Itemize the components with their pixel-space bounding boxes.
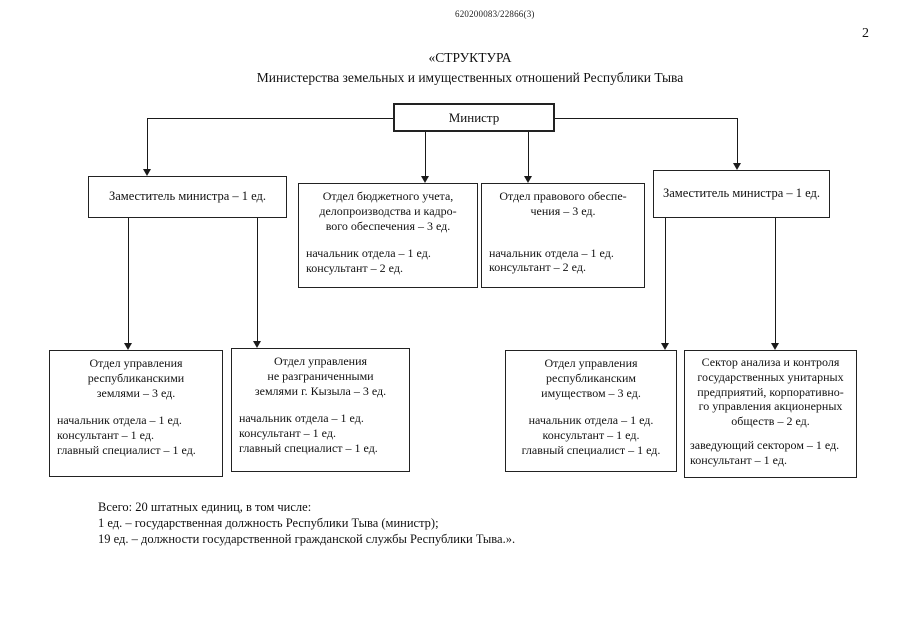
staff-line: главный специалист – 1 ед. bbox=[57, 442, 196, 457]
heading-line: землями г. Кызыла – 3 ед. bbox=[254, 383, 387, 398]
org-box-budget-dept: Отдел бюджетного учета, делопроизводства… bbox=[298, 183, 478, 288]
page-title: «СТРУКТУРА Министерства земельных и имущ… bbox=[120, 48, 820, 88]
connector-arrow-icon bbox=[661, 343, 669, 350]
org-box-heading: Отдел управления республиканскими землям… bbox=[50, 351, 222, 400]
heading-line: делопроизводства и кадро- bbox=[319, 203, 457, 218]
org-box-heading: Отдел бюджетного учета, делопроизводства… bbox=[299, 184, 477, 233]
org-box-analysis-sector: Сектор анализа и контроля государственны… bbox=[684, 350, 857, 478]
org-box-rep-lands-dept: Отдел управления республиканскими землям… bbox=[49, 350, 223, 477]
org-box-staff-list: начальник отдела – 1 ед. консультант – 1… bbox=[506, 413, 676, 457]
heading-line: не разграниченными bbox=[267, 368, 374, 383]
org-box-heading: Отдел управления республиканским имущест… bbox=[506, 351, 676, 400]
heading-line: Сектор анализа и контроля bbox=[701, 355, 840, 369]
org-box-minister-label: Министр bbox=[448, 109, 500, 125]
heading-line: го управления акционерных bbox=[698, 399, 843, 414]
staff-line: начальник отдела – 1 ед. bbox=[239, 411, 364, 426]
connector-line bbox=[257, 218, 258, 342]
staff-line: консультант – 2 ед. bbox=[306, 261, 403, 275]
connector-arrow-icon bbox=[733, 163, 741, 170]
heading-line: предприятий, корпоративно- bbox=[697, 384, 844, 399]
org-box-legal-dept: Отдел правового обеспе- чения – 3 ед. на… bbox=[481, 183, 645, 288]
staff-line: консультант – 1 ед. bbox=[57, 428, 154, 442]
staff-line: начальник отдела – 1 ед. bbox=[489, 245, 614, 260]
heading-line: чения – 3 ед. bbox=[530, 203, 596, 218]
page-title-line1: «СТРУКТУРА bbox=[428, 50, 512, 65]
staff-line: консультант – 1 ед. bbox=[239, 426, 336, 440]
org-box-staff-list: начальник отдела – 1 ед. консультант – 2… bbox=[299, 246, 477, 276]
org-box-heading: Отдел правового обеспе- чения – 3 ед. bbox=[482, 184, 644, 219]
staff-line: консультант – 2 ед. bbox=[489, 260, 586, 275]
heading-line: Отдел управления bbox=[544, 356, 638, 370]
connector-line bbox=[147, 118, 148, 170]
connector-line bbox=[128, 218, 129, 344]
staff-line: заведующий сектором – 1 ед. bbox=[690, 437, 840, 452]
staff-line: начальник отдела – 1 ед. bbox=[528, 413, 654, 428]
org-box-kyzyl-lands-dept: Отдел управления не разграниченными земл… bbox=[231, 348, 410, 472]
page-number: 2 bbox=[862, 26, 869, 41]
heading-line: Отдел бюджетного учета, bbox=[322, 189, 454, 203]
org-box-staff-list: начальник отдела – 1 ед. консультант – 1… bbox=[232, 411, 409, 455]
org-box-deputy-minister-left: Заместитель министра – 1 ед. bbox=[88, 176, 287, 218]
summary-line: 19 ед. – должности государственной гражд… bbox=[98, 532, 516, 546]
staff-line: главный специалист – 1 ед. bbox=[239, 440, 378, 455]
staff-line: начальник отдела – 1 ед. bbox=[57, 413, 182, 428]
doc-number: 620200083/22866(3) bbox=[455, 9, 535, 19]
summary-line: 1 ед. – государственная должность Респуб… bbox=[98, 516, 439, 530]
heading-line: вого обеспечения – 3 ед. bbox=[325, 218, 451, 233]
connector-line bbox=[425, 131, 426, 177]
connector-arrow-icon bbox=[253, 341, 261, 348]
staff-line: начальник отдела – 1 ед. bbox=[306, 246, 431, 261]
org-box-staff-list: начальник отдела – 1 ед. консультант – 2… bbox=[482, 246, 644, 276]
staff-line: главный специалист – 1 ед. bbox=[521, 442, 661, 457]
heading-line: землями – 3 ед. bbox=[96, 385, 176, 400]
heading-line: Отдел управления bbox=[89, 356, 183, 370]
staffing-summary: Всего: 20 штатных единиц, в том числе: 1… bbox=[98, 499, 515, 547]
org-box-label: Заместитель министра – 1 ед. bbox=[108, 189, 267, 204]
connector-line bbox=[528, 131, 529, 177]
page-title-line2: Министерства земельных и имущественных о… bbox=[256, 70, 684, 85]
connector-line bbox=[665, 218, 666, 344]
heading-line: Отдел правового обеспе- bbox=[499, 189, 627, 203]
org-box-label: Заместитель министра – 1 ед. bbox=[662, 186, 821, 201]
org-box-deputy-minister-right: Заместитель министра – 1 ед. bbox=[653, 170, 830, 218]
connector-line bbox=[147, 118, 393, 119]
connector-arrow-icon bbox=[124, 343, 132, 350]
staff-line: консультант – 1 ед. bbox=[690, 452, 787, 467]
org-box-staff-list: начальник отдела – 1 ед. консультант – 1… bbox=[50, 413, 222, 457]
connector-line bbox=[737, 118, 738, 164]
connector-arrow-icon bbox=[524, 176, 532, 183]
heading-line: республиканскими bbox=[87, 370, 185, 385]
org-box-rep-property-dept: Отдел управления республиканским имущест… bbox=[505, 350, 677, 472]
heading-line: республиканским bbox=[546, 370, 636, 385]
connector-line bbox=[775, 218, 776, 344]
org-box-heading: Сектор анализа и контроля государственны… bbox=[685, 351, 856, 429]
staff-line: консультант – 1 ед. bbox=[542, 428, 640, 442]
org-box-minister: Министр bbox=[393, 103, 555, 132]
org-box-heading: Отдел управления не разграниченными земл… bbox=[232, 349, 409, 398]
heading-line: обществ – 2 ед. bbox=[731, 414, 810, 428]
connector-arrow-icon bbox=[771, 343, 779, 350]
connector-line bbox=[555, 118, 737, 119]
heading-line: государственных унитарных bbox=[697, 369, 844, 384]
org-box-staff-list: заведующий сектором – 1 ед. консультант … bbox=[685, 438, 856, 468]
connector-arrow-icon bbox=[143, 169, 151, 176]
connector-arrow-icon bbox=[421, 176, 429, 183]
summary-line: Всего: 20 штатных единиц, в том числе: bbox=[98, 500, 312, 514]
heading-line: Отдел управления bbox=[273, 354, 368, 368]
heading-line: имуществом – 3 ед. bbox=[541, 385, 641, 400]
